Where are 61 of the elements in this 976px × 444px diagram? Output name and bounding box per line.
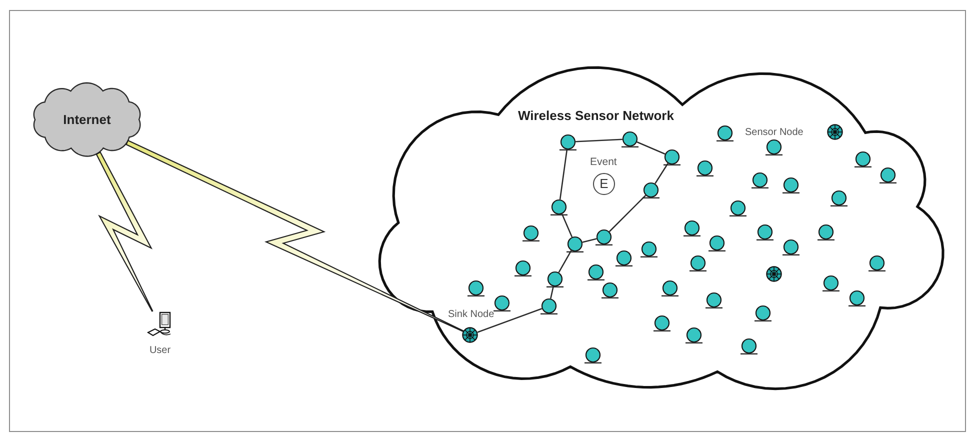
sensor-node-icon xyxy=(600,282,619,299)
route-line xyxy=(558,250,572,273)
sensor-node-icon xyxy=(642,182,660,199)
sensor-node-icon xyxy=(550,198,568,216)
route-line xyxy=(654,163,668,184)
sensor-node-icon xyxy=(878,166,897,184)
node-caption: User xyxy=(149,345,171,356)
cloud-node: Internet xyxy=(32,82,142,158)
lightning-link xyxy=(96,151,154,312)
sensor-node-icon xyxy=(822,274,840,292)
sensor-node-icon xyxy=(586,264,605,281)
sensor-node-icon xyxy=(830,190,848,207)
route-line xyxy=(608,194,646,232)
sensor-node-icon xyxy=(728,200,747,217)
sensor-node-icon xyxy=(750,172,769,189)
sensor-node-icon xyxy=(594,228,613,246)
sensor-node-icon xyxy=(740,338,758,355)
sensor-node-icon xyxy=(756,224,774,241)
sensor-node-icon xyxy=(584,346,602,364)
sensor-node-icon xyxy=(782,238,800,256)
sensor-node-icon xyxy=(754,304,772,322)
sensor-node-icon xyxy=(492,294,511,312)
route-line xyxy=(550,286,554,299)
sensor-node-icon xyxy=(614,250,633,267)
route-line xyxy=(576,138,622,142)
sensor-node-icon xyxy=(514,260,532,277)
route-line xyxy=(582,238,597,243)
network-cloud xyxy=(378,66,944,391)
sensor-node-icon xyxy=(684,326,703,344)
annotation-label: Sensor Node xyxy=(745,127,804,138)
node-caption: Event xyxy=(590,156,617,168)
sensor-node-icon xyxy=(782,176,800,194)
lightning-link xyxy=(125,140,464,332)
sensor-node-icon xyxy=(662,148,681,166)
sensor-node-icon xyxy=(848,290,866,307)
route-line xyxy=(559,149,568,200)
sensor-node-icon xyxy=(854,150,872,168)
network-title: Wireless Sensor Network xyxy=(518,108,674,124)
sensor-node-icon xyxy=(708,234,726,252)
sensor-node-icon xyxy=(716,124,734,142)
sensor-node-icon xyxy=(696,160,714,177)
sensor-node-icon xyxy=(764,138,783,156)
sensor-node-icon xyxy=(868,254,886,272)
sensor-node-icon xyxy=(522,224,540,242)
sensor-node-icon xyxy=(704,292,723,309)
sensor-node-icon xyxy=(660,280,679,297)
sensor-node-icon xyxy=(816,224,835,241)
sensor-node-icon xyxy=(558,134,577,151)
sensor-node-icon xyxy=(640,240,658,258)
sensor-node-icon xyxy=(466,280,485,297)
sensor-node-icon xyxy=(566,236,584,253)
sensor-node-icon xyxy=(682,220,701,237)
sensor-node-icon xyxy=(688,254,707,272)
route-line xyxy=(561,214,573,238)
route-line xyxy=(477,308,542,333)
sensor-node-icon xyxy=(620,130,639,148)
annotation-label: Sink Node xyxy=(448,309,494,320)
sensor-node-icon xyxy=(540,298,558,315)
route-line xyxy=(636,141,666,155)
sensor-node-icon xyxy=(652,314,671,332)
sensor-node-icon xyxy=(546,270,564,288)
